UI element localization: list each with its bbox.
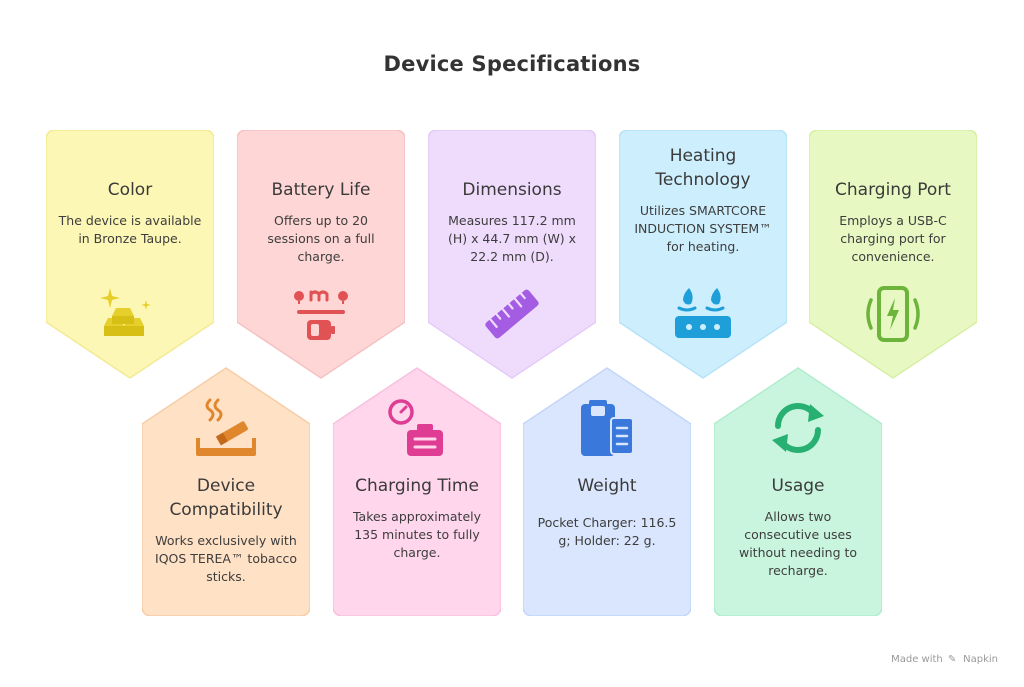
card-weight: Weight Pocket Charger: 116.5 g; Holder: … xyxy=(523,366,691,616)
card-shape xyxy=(619,130,787,379)
card-description: Offers up to 20 sessions on a full charg… xyxy=(267,213,375,264)
card-shape xyxy=(142,367,310,616)
card-title: Weight xyxy=(577,476,637,496)
card-device-compatibility: Device Compatibility Works exclusively w… xyxy=(142,366,310,616)
card-description: Utilizes SMARTCORE INDUCTION SYSTEM™ for… xyxy=(634,203,772,254)
wireless-charging-icon xyxy=(866,286,920,342)
card-shape xyxy=(809,130,977,379)
card-description: Takes approximately 135 minutes to fully… xyxy=(352,509,482,560)
refresh-cycle-icon xyxy=(772,403,824,453)
battery-sessions-icon xyxy=(294,290,348,340)
card-description: Allows two consecutive uses without need… xyxy=(738,509,858,578)
card-description: Pocket Charger: 116.5 g; Holder: 22 g. xyxy=(537,515,677,548)
card-shape xyxy=(428,130,596,379)
card-description: The device is available in Bronze Taupe. xyxy=(58,213,202,246)
card-heating-technology: Heating Technology Utilizes SMARTCORE IN… xyxy=(619,130,787,380)
card-shape xyxy=(237,130,405,379)
page-title: Device Specifications xyxy=(383,52,641,76)
card-title: Color xyxy=(107,180,153,200)
card-description: Measures 117.2 mm (H) x 44.7 mm (W) x 22… xyxy=(447,213,577,264)
card-description: Employs a USB-C charging port for conven… xyxy=(839,213,947,264)
card-title: Charging Time xyxy=(355,476,479,496)
card-battery-life: Battery Life Offers up to 20 sessions on… xyxy=(237,130,405,380)
card-title: Heating Technology xyxy=(655,146,751,190)
card-shape xyxy=(523,367,691,616)
gold-bars-icon xyxy=(100,288,151,336)
card-title: Usage xyxy=(771,476,825,496)
card-charging-time: Charging Time Takes approximately 135 mi… xyxy=(333,366,501,616)
charging-timer-icon xyxy=(388,399,443,456)
tobacco-stick-icon xyxy=(196,398,256,456)
card-title: Battery Life xyxy=(271,180,371,200)
charger-holder-icon xyxy=(581,400,634,456)
card-shape xyxy=(714,367,882,616)
card-charging-port: Charging Port Employs a USB-C charging p… xyxy=(809,130,977,380)
card-description: Works exclusively with IQOS TEREA™ tobac… xyxy=(155,533,297,584)
card-shape xyxy=(333,367,501,616)
card-usage: Usage Allows two consecutive uses withou… xyxy=(714,366,882,616)
card-dimensions: Dimensions Measures 117.2 mm (H) x 44.7 … xyxy=(428,130,596,380)
card-title: Dimensions xyxy=(462,180,562,200)
card-shape xyxy=(46,130,214,379)
card-title: Charging Port xyxy=(835,180,951,200)
induction-stove-icon xyxy=(675,288,731,338)
napkin-logo-icon: ✎ xyxy=(947,654,957,665)
ruler-icon xyxy=(485,289,539,339)
card-title: Device Compatibility xyxy=(169,476,283,520)
made-with-label: Made with xyxy=(891,654,943,665)
napkin-brand: Napkin xyxy=(963,654,998,665)
made-with-napkin[interactable]: Made with ✎ Napkin xyxy=(891,654,998,665)
card-color: Color The device is available in Bronze … xyxy=(46,130,214,380)
